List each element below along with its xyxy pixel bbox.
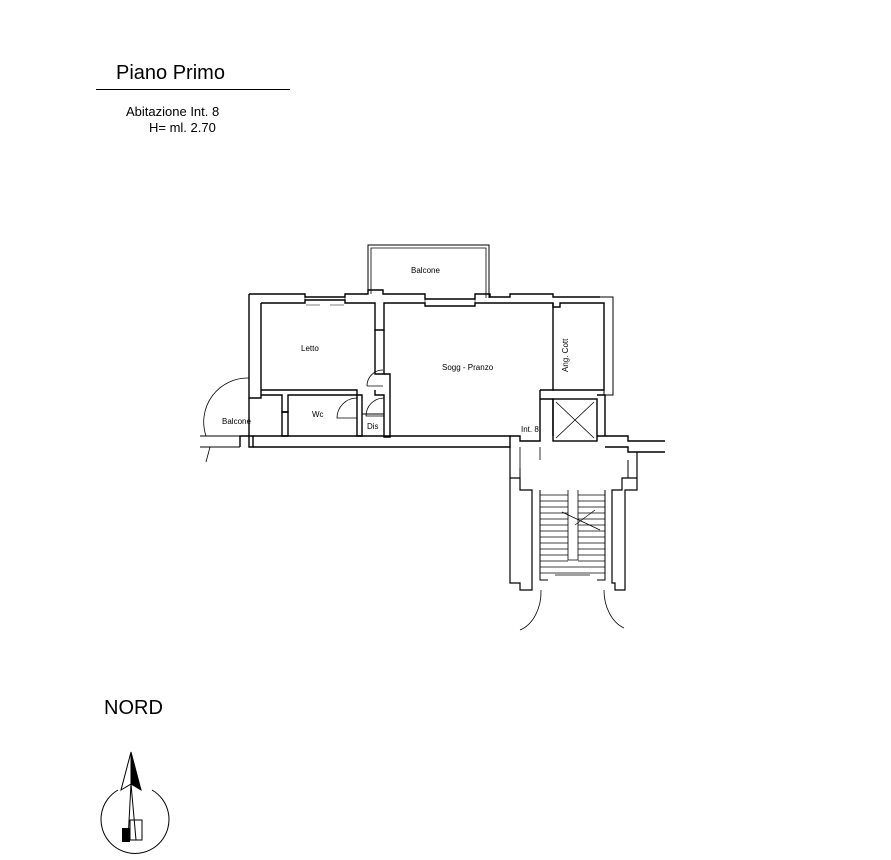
stair-center	[567, 490, 579, 561]
east-wall-outer	[600, 296, 614, 396]
stair-landing	[519, 460, 629, 478]
letto-right-wall-lower	[374, 373, 391, 438]
door-letto-arc	[366, 369, 384, 387]
south-wall-left	[200, 435, 240, 448]
stair-outer-right	[597, 490, 606, 581]
unit-label: Abitazione Int. 8	[126, 104, 220, 119]
door-stair-right	[603, 589, 625, 629]
left-wall-lower	[239, 398, 254, 448]
window-marks	[304, 297, 476, 306]
door-dis-arc	[365, 397, 385, 417]
room-label-letto: Letto	[301, 344, 319, 353]
corridor-right	[605, 435, 665, 453]
plan-title: Piano Primo	[116, 62, 225, 84]
lift-cross	[555, 401, 595, 439]
south-wall	[253, 435, 511, 448]
stair-treads	[540, 494, 605, 574]
corridor-top	[510, 435, 541, 442]
room-label-dis: Dis	[367, 422, 379, 431]
height-label: H= ml. 2.70	[149, 120, 216, 135]
door-int8	[519, 447, 541, 468]
stair-right-wall	[611, 452, 638, 591]
balcony-top-inner	[370, 247, 487, 298]
balcony-top-outline	[367, 244, 490, 298]
room-label-wc: Wc	[312, 410, 324, 419]
room-label-balcone-left: Balcone	[222, 417, 251, 426]
room-label-int: Int. 8	[521, 425, 539, 434]
stair-outer-left	[539, 490, 548, 581]
lift-right-wall	[597, 394, 606, 437]
wc-left-wall	[281, 411, 289, 437]
title-underline	[96, 89, 290, 90]
letto-bottom-wall	[261, 389, 358, 413]
door-balcony-left	[203, 377, 250, 463]
compass-label: NORD	[104, 697, 163, 719]
lift-shaft	[552, 398, 598, 442]
stair-left-wall	[509, 447, 533, 591]
outer-wall-left	[248, 294, 262, 399]
wc-dis-wall	[356, 394, 363, 437]
north-arrow-icon	[100, 751, 170, 854]
door-stair-left	[519, 589, 542, 631]
door-wc-arc	[336, 397, 358, 419]
outer-wall-top-inner	[261, 299, 600, 331]
letto-right-wall	[374, 330, 385, 375]
outer-wall-top	[249, 289, 600, 300]
room-label-balcone-top: Balcone	[411, 266, 440, 275]
room-label-angolo-cottura: Ang. Cott	[561, 338, 570, 372]
east-lower	[539, 389, 554, 436]
room-label-soggiorno: Sogg - Pranzo	[442, 363, 494, 372]
